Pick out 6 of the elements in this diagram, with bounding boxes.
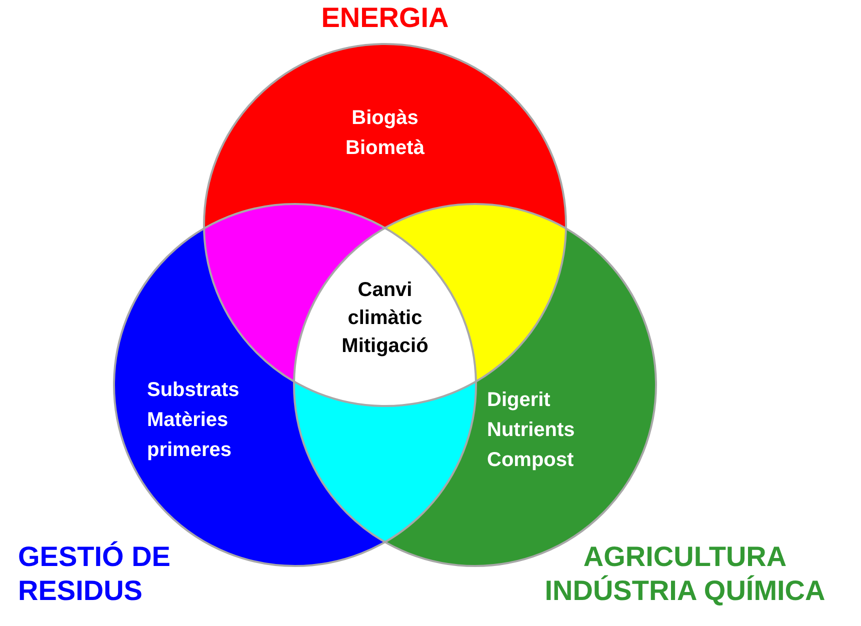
circle-heading: AGRICULTURA INDÚSTRIA QUÍMICA <box>544 540 826 608</box>
circle-heading: GESTIÓ DE RESIDUS <box>18 540 172 608</box>
circle-text: Biogàs Biometà <box>344 106 426 161</box>
circle-heading: ENERGIA <box>320 1 450 35</box>
circle-text: Digerit Nutrients Compost <box>487 388 576 473</box>
circle-text: Substrats Matèries primeres <box>147 378 240 463</box>
